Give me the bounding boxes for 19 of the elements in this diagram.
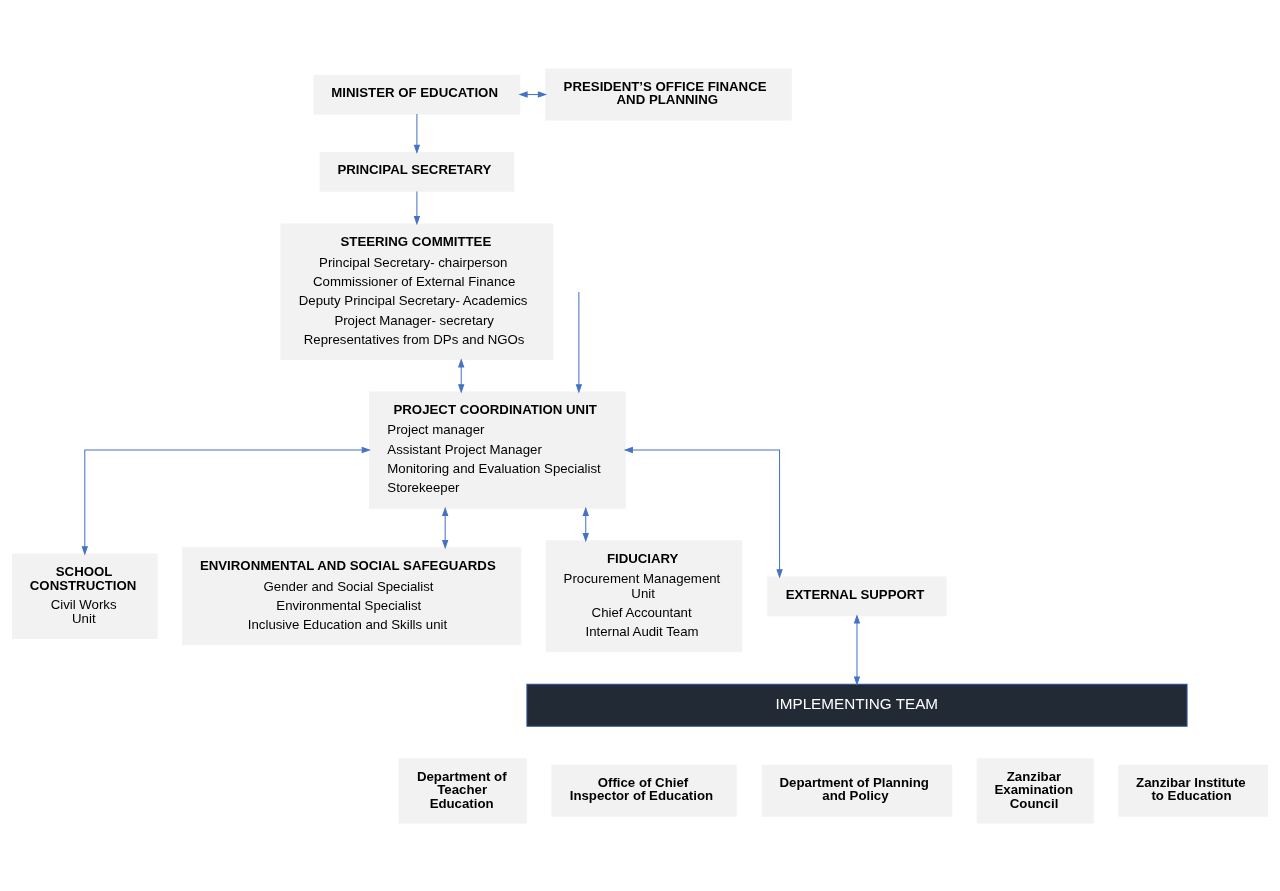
node-box: FIDUCIARY Procurement Management Unit Chief Accountant Internal Audit Team — [545, 539, 743, 652]
node-box: MINISTER OF EDUCATION — [313, 74, 521, 114]
node-box: IMPLEMENTING TEAM — [526, 683, 1188, 727]
arrow — [413, 113, 421, 154]
node-box: PRESIDENT’S OFFICE FINANCE AND PLANNING — [545, 68, 792, 121]
arrow — [623, 446, 783, 578]
arrow — [853, 613, 861, 686]
arrow — [518, 90, 548, 98]
node-box: PROJECT COORDINATION UNIT Project manager Assistant Project Manager Monitoring and Evaluation Specialist Storekeeper — [369, 391, 626, 509]
arrow — [575, 291, 583, 393]
node-box: ENVIRONMENTAL AND SOCIAL SAFEGUARDS Gender and Social Specialist Environmental Specialist Inclusive Education and Skills unit — [182, 546, 522, 645]
node-box: STEERING COMMITTEE Principal Secretary- chairperson Commissioner of External Finance Deputy Principal Secretary- Academics Project Manager- secretary Representatives from DPs and NGOs — [280, 222, 554, 360]
node-box: PRINCIPAL SECRETARY — [319, 151, 515, 192]
arrow — [81, 446, 371, 555]
node-box: EXTERNAL SUPPORT — [767, 575, 947, 616]
arrow — [413, 190, 421, 225]
node-box: SCHOOL CONSTRUCTION Civil Works Unit — [11, 552, 158, 639]
arrow — [441, 506, 449, 549]
arrow — [582, 506, 589, 542]
